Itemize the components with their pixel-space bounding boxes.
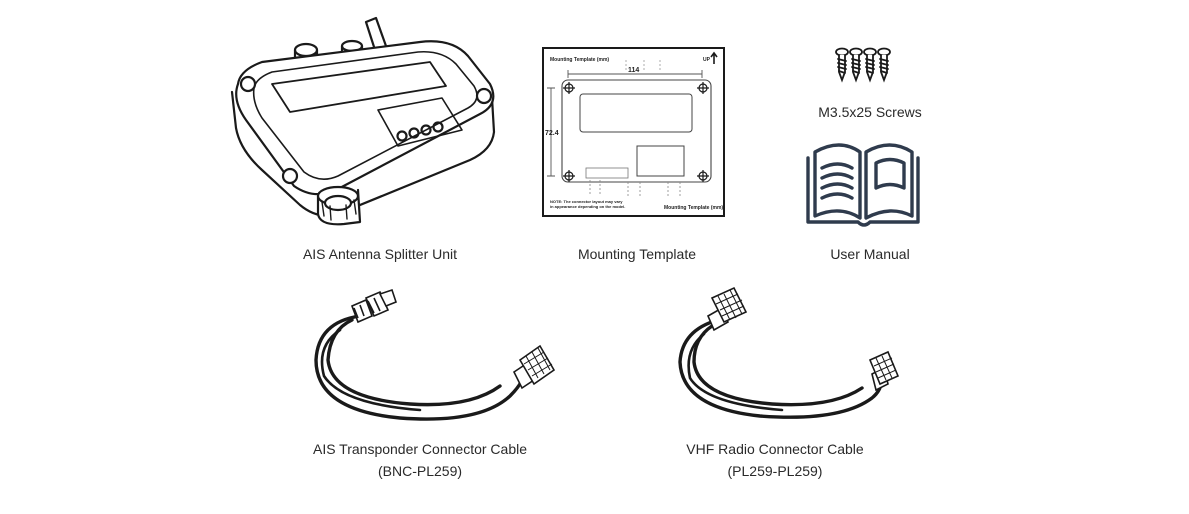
ais-cable-label-line1: AIS Transponder Connector Cable — [312, 441, 527, 457]
user-manual-label: User Manual — [830, 246, 910, 262]
template-header-right: UP — [703, 57, 711, 63]
vhf-cable-label-line2: (PL259-PL259) — [727, 463, 823, 479]
screws-icon — [835, 47, 891, 83]
splitter-unit-label: AIS Antenna Splitter Unit — [302, 246, 458, 262]
ais-cable-label-line2: (BNC-PL259) — [377, 463, 463, 479]
splitter-unit-illustration — [230, 16, 496, 226]
vhf-cable-label-line1: VHF Radio Connector Cable — [686, 441, 864, 457]
pl259-pl259-cable-illustration — [678, 286, 900, 419]
bnc-pl259-cable-illustration — [314, 288, 556, 421]
template-width-dim: 114 — [628, 67, 639, 74]
template-footer-right: Mounting Template (mm) — [664, 205, 723, 211]
screws-label: M3.5x25 Screws — [818, 104, 922, 120]
mounting-template-label: Mounting Template — [577, 246, 697, 262]
template-height-dim: 72.4 — [545, 130, 559, 137]
open-book-icon — [806, 143, 920, 227]
mounting-template-illustration: Mounting Template (mm) UP 114 72.4 NOTE:… — [542, 47, 725, 217]
template-note-line1: NOTE: The connector layout may vary — [550, 199, 623, 204]
template-note-line2: in appearance depending on the model. — [550, 204, 625, 209]
template-header-left: Mounting Template (mm) — [550, 57, 609, 63]
